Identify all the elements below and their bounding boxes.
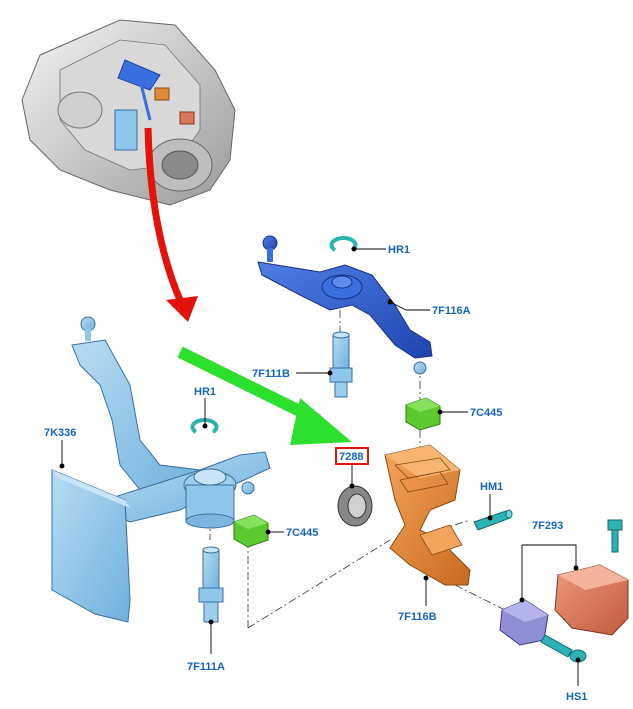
highlight-box-7288 [335,447,369,465]
part-labels: HR1 7F116A 7F111B 7C445 HR1 7K336 7288 H… [44,244,587,703]
label-hs1: HS1 [566,691,587,703]
label-7f111a: 7F111A [187,661,225,673]
label-7c445-left: 7C445 [286,527,318,539]
label-hr1-left: HR1 [194,386,216,398]
label-7k336: 7K336 [44,427,76,439]
part-7f111a-pin [198,546,224,623]
red-arrow [144,127,198,322]
label-7288: 7288 [339,451,363,463]
part-ball-left [241,481,255,495]
part-7k336-lever [51,316,271,623]
part-7f111b-pin [329,331,353,398]
label-7f116b: 7F116B [398,611,437,623]
part-7288-seal [337,485,373,527]
assembly-lines [209,310,561,649]
part-hr1-clip-top [329,236,358,252]
part-7f293-sensor-lilac [499,599,549,646]
green-arrow [177,346,352,445]
part-7f116b-housing [384,444,471,586]
label-7f111b: 7F111B [252,368,290,380]
part-screw-top-right [607,519,623,553]
label-hr1-top: HR1 [388,244,410,256]
gearbox-illustration [21,19,236,206]
part-hr1-clip-left [190,418,219,434]
part-ball-right [413,361,427,375]
label-7f293: 7F293 [532,520,563,532]
part-7f116a-lever [257,235,433,359]
part-hm1-pin [473,509,513,531]
label-7c445-right: 7C445 [470,407,502,419]
label-7f116a: 7F116A [432,305,471,317]
leader-lines [59,246,581,686]
label-hm1: HM1 [480,481,503,493]
part-7c445-bush-left [233,514,269,548]
part-7c445-bush-right [405,397,441,431]
part-7f293-module-salmon [554,564,629,636]
